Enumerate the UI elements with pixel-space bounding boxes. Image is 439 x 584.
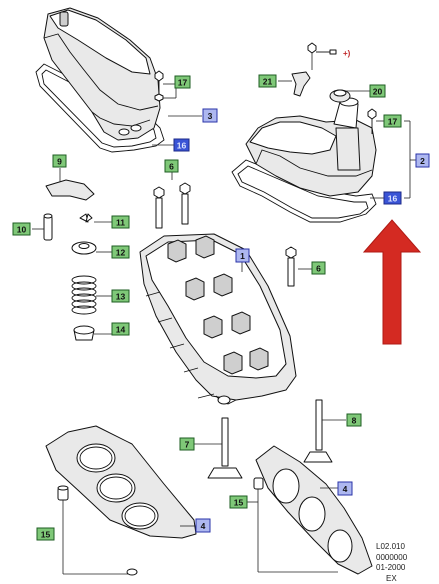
svg-text:15: 15 [234, 498, 244, 508]
svg-text:3: 3 [208, 111, 213, 121]
valves [194, 399, 346, 479]
sensor-21 [291, 71, 311, 97]
svg-text:6: 6 [316, 264, 321, 274]
left-valve-cover [35, 7, 202, 153]
callout-4b: 4 [337, 481, 353, 496]
ref-number: 0000000 [376, 552, 408, 562]
ref-region: EX [386, 573, 397, 583]
callout-3: 3 [202, 108, 218, 123]
svg-text:17: 17 [178, 78, 188, 88]
right-valve-cover [231, 42, 416, 223]
svg-text:12: 12 [116, 248, 126, 258]
svg-text:4: 4 [201, 521, 206, 531]
svg-text:21: 21 [263, 77, 273, 87]
callout-20: 20 [369, 84, 386, 98]
svg-text:16: 16 [388, 194, 398, 204]
exhaust-valve [315, 399, 323, 451]
callout-6b: 6 [311, 261, 326, 275]
svg-text:14: 14 [116, 325, 126, 335]
svg-text:17: 17 [388, 117, 398, 127]
svg-text:11: 11 [116, 218, 125, 228]
svg-text:15: 15 [41, 530, 51, 540]
left-cover-body [43, 7, 161, 141]
ref-code: L02.010 [376, 542, 405, 551]
cylinder-head [139, 170, 312, 405]
svg-text:6: 6 [169, 162, 174, 172]
callout-16a: 16 [173, 138, 190, 152]
callout-4a: 4 [195, 518, 211, 533]
svg-text:1: 1 [240, 251, 245, 261]
callout-17a: 17 [174, 75, 191, 89]
callout-15a: 15 [36, 527, 55, 541]
intake-valve [221, 417, 229, 467]
callout-16b: 16 [383, 191, 402, 205]
callout-6a: 6 [164, 159, 179, 173]
svg-text:13: 13 [116, 292, 126, 302]
valve-train-parts [32, 168, 112, 341]
callout-11: 11 [111, 215, 130, 229]
svg-text:16: 16 [177, 141, 187, 151]
callout-13: 13 [111, 289, 130, 303]
svg-text:7: 7 [185, 440, 190, 450]
head-gaskets [45, 425, 373, 576]
svg-text:4: 4 [343, 484, 348, 494]
callout-plus-note: +) [343, 49, 351, 58]
rocker-arm [45, 179, 95, 201]
svg-text:20: 20 [373, 87, 383, 97]
callout-1: 1 [235, 248, 250, 263]
svg-text:2: 2 [420, 156, 425, 166]
callout-8: 8 [346, 413, 362, 427]
red-pointer-arrow [362, 219, 422, 345]
callout-17b: 17 [383, 114, 402, 128]
svg-text:8: 8 [352, 416, 357, 426]
callout-12: 12 [111, 245, 130, 259]
valve-spring [71, 275, 97, 315]
callout-2: 2 [415, 153, 430, 168]
drawing-reference-block: L02.010 0000000 01-2000 EX [376, 542, 436, 584]
callout-10: 10 [12, 222, 31, 236]
callout-14: 14 [111, 322, 130, 336]
svg-text:9: 9 [57, 157, 62, 167]
ref-date: 01-2000 [376, 563, 406, 572]
callout-7: 7 [179, 437, 195, 451]
svg-text:10: 10 [17, 225, 27, 235]
callout-21: 21 [258, 74, 277, 88]
callout-9: 9 [52, 154, 67, 168]
lash-adjuster [43, 215, 53, 241]
callout-15b: 15 [229, 495, 248, 509]
